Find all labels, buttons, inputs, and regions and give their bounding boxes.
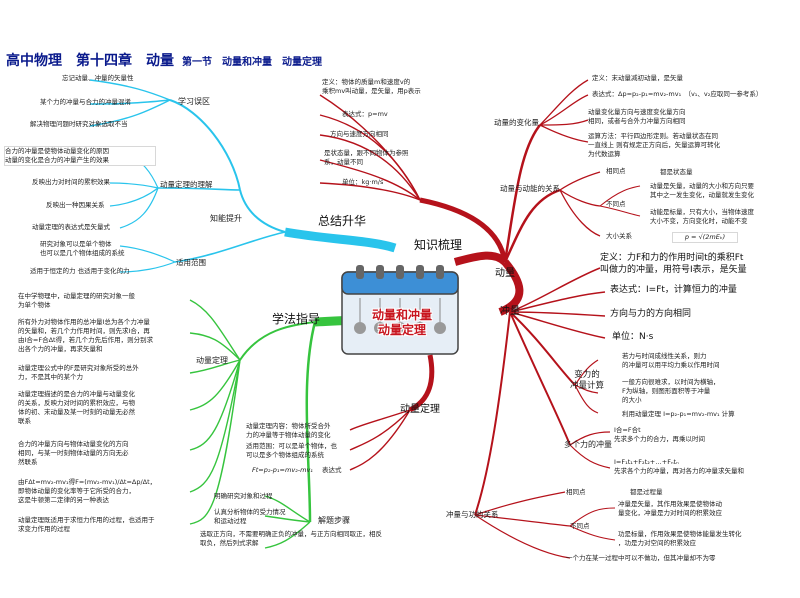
steps-item-2: 认真分析物体的受力情况 和运动过程 [214,508,286,525]
relation-diff: 不同点 [606,200,626,208]
theorem-content: 动量定理内容：物体所受合外 力的冲量等于物体动量的变化 [246,422,331,439]
hub-method: 学法指导 [272,312,321,326]
understanding-item-2: 反映出力对时间的累积效果 [32,178,110,186]
method-item-3: 动量定理公式中的F是研究对象所受的总外 力，不是其中的某个力 [18,364,139,381]
work-same-item: 都是过程量 [630,488,663,496]
multi-label: 多个力的冲量 [564,440,612,449]
steps-item-3: 选取正方向，不需要明确正负的冲量，与正方向相同取正，相反 取负，然后列式求解 [200,530,382,547]
study-item-1: 忘记动量、冲量的矢量性 [62,74,134,82]
calc-label: 变力的 冲量计算 [570,370,605,391]
theorem-formula: Ft=p₂-p₁=mv₂-mv₁ [252,466,313,474]
relation-same: 相同点 [606,167,626,175]
work-diff-1: 冲量是矢量，其作用效果是使物体动 量变化，冲量是力对时间的积累效应 [618,500,722,517]
work-same: 相同点 [566,488,586,496]
title-main: 高中物理 第十四章 动量 [6,53,174,69]
understanding-item-4: 动量定理的表达式是矢量式 [32,223,110,231]
multi-item-2: I=F₁t₁+F₂t₂+…+Fₙtₙ 先求各个力的冲量，再对各力的冲量求矢量和 [614,458,744,475]
change-expr: 表达式：Δp=p₂-p₁=mv₂-mv₁ （v₁、v₂应取同一参考系） [592,90,763,98]
relation-size: 大小关系 [606,232,632,240]
hub-theorem: 动量定理 [400,404,440,415]
center-line2: 动量定理 [377,323,426,337]
relation-diff-1: 动量是矢量，动量的大小和方向只要 其中之一发生变化，动量就发生变化 [650,182,754,199]
title-sub: 第一节 动量和冲量 动量定理 [182,57,322,68]
method-item-7: 动量定理既适用于求恒力作用的过程，也适用于 求变力作用的过程 [18,516,155,533]
calendar-icon [341,265,459,355]
scope-item-2: 适用于恒定的力 也适用于变化的力 [30,267,130,275]
scope-item-1: 研究对象可以是单个物体 也可以是几个物体组成的系统 [40,240,125,257]
impulse-expr: 表达式：I=Ft，计算恒力的冲量 [610,285,737,295]
work-label: 冲量与功的关系 [446,510,499,519]
relation-formula: p = √(2mEₖ) [672,232,738,243]
study-label: 学习误区 [178,97,210,106]
momentum-dir: 方向与速度方向相同 [330,130,389,138]
method-item-2: 所有外力对物体作用的总冲量I总为各个力冲量 的矢量和，若几个力作用时间，则先求I… [18,318,154,353]
method-item-4: 动量定理描述的是合力的冲量与动量变化 的关系，反映力对时间的累积效应，与物 体的… [18,390,135,425]
steps-label: 解题步骤 [318,516,350,525]
understanding-item-1: 合力的冲量是使物体动量变化的原因 动量的变化是合力的冲量产生的效果 [4,146,156,166]
understanding-item-3: 反映出一种因果关系 [46,201,105,209]
method-item-1: 在中学物理中，动量定理的研究对象一般 为单个物体 [18,292,135,309]
calc-item-3: 利用动量定理 I=p₂-p₁=mv₂-mv₁ 计算 [622,410,735,418]
work-diff-2: 功是标量，作用效果是使物体能量发生转化 ，功是力对空间的积累效应 [618,530,742,547]
work-note: 一个力在某一过程中可以不做功，但其冲量却不为零 [566,554,716,562]
study-item-2: 某个力的冲量与合力的冲量混淆 [40,98,131,106]
impulse-def: 定义：力F和力的作用时间t的乘积Ft 叫做力的冲量，用符号I表示，是矢量 [600,253,747,275]
calc-item-1: 若力与时间成线性关系，则力 的冲量可以用平均力乘以作用时间 [622,352,720,369]
hub-impulse: 冲量 [500,306,520,317]
change-label: 动量的变化量 [494,118,539,127]
change-dir: 动量变化量方向与速度变化量方向 相同，或者与合外力冲量方向相同 [588,108,686,125]
change-def: 定义：末动量减初动量，是矢量 [592,74,683,82]
theorem-scope: 适用范围：可以是单个物体，也 可以是多个物体组成的系统 [246,442,337,459]
understanding-label: 动量定理的理解 [160,180,213,189]
center-node: 动量和冲量 动量定理 [338,262,462,358]
impulse-dir: 方向与力的方向相同 [610,309,692,319]
multi-item-1: I合=F合t 先求多个力的合力，再乘以时间 [614,426,705,443]
method-item-6: 由FΔt=mv₂-mv₁得F=(mv₂-mv₁)/Δt=Δp/Δt， 即物体动量… [18,478,157,504]
study-item-3: 解决物理问题时研究对象选取不当 [30,120,128,128]
relation-label: 动量与动能的关系 [500,184,560,193]
momentum-def: 定义：物体的质量m和速度v的 乘积mv叫动量，是矢量，用p表示 [322,78,421,95]
relation-same-item: 都是状态量 [660,168,693,176]
ability-label: 知能提升 [210,214,242,223]
method-item-5: 合力的冲量方向与物体动量变化的方向 相同，与某一时刻物体动量的方向无必 然联系 [18,440,129,466]
work-diff: 不同点 [570,522,590,530]
scope-label: 适用范围 [176,258,206,267]
theorem-formula-label: 表达式 [322,466,342,474]
calc-item-2: 一般方向很难求，以时间为横轴， F为纵轴，则图形面积等于冲量 的大小 [622,378,720,404]
momentum-expr: 表达式：p=mv [342,110,388,118]
relation-diff-2: 动能是标量，只有大小，当物体速度 大小不变，方向变化时，动能不变 [650,208,754,225]
momentum-unit: 单位：kg·m/s [342,178,384,186]
hub-momentum: 动量 [495,268,515,279]
impulse-unit: 单位：N·s [612,332,654,342]
change-rule: 运算方法：平行四边形定则。若动量状态在同 一直线上 则有规定正方向后，矢量运算可… [588,132,721,158]
hub-summary: 总结升华 [318,214,367,228]
method-theorem-label: 动量定理 [196,356,228,365]
page-title: 高中物理 第十四章 动量第一节 动量和冲量 动量定理 [6,50,322,70]
center-line1: 动量和冲量 [371,308,432,322]
hub-knowledge: 知识梳理 [414,238,463,252]
momentum-state: 是状态量，跟不同物体为参照 系，动量不同 [324,149,409,166]
steps-item-1: 明确研究对象和过程 [214,492,273,500]
